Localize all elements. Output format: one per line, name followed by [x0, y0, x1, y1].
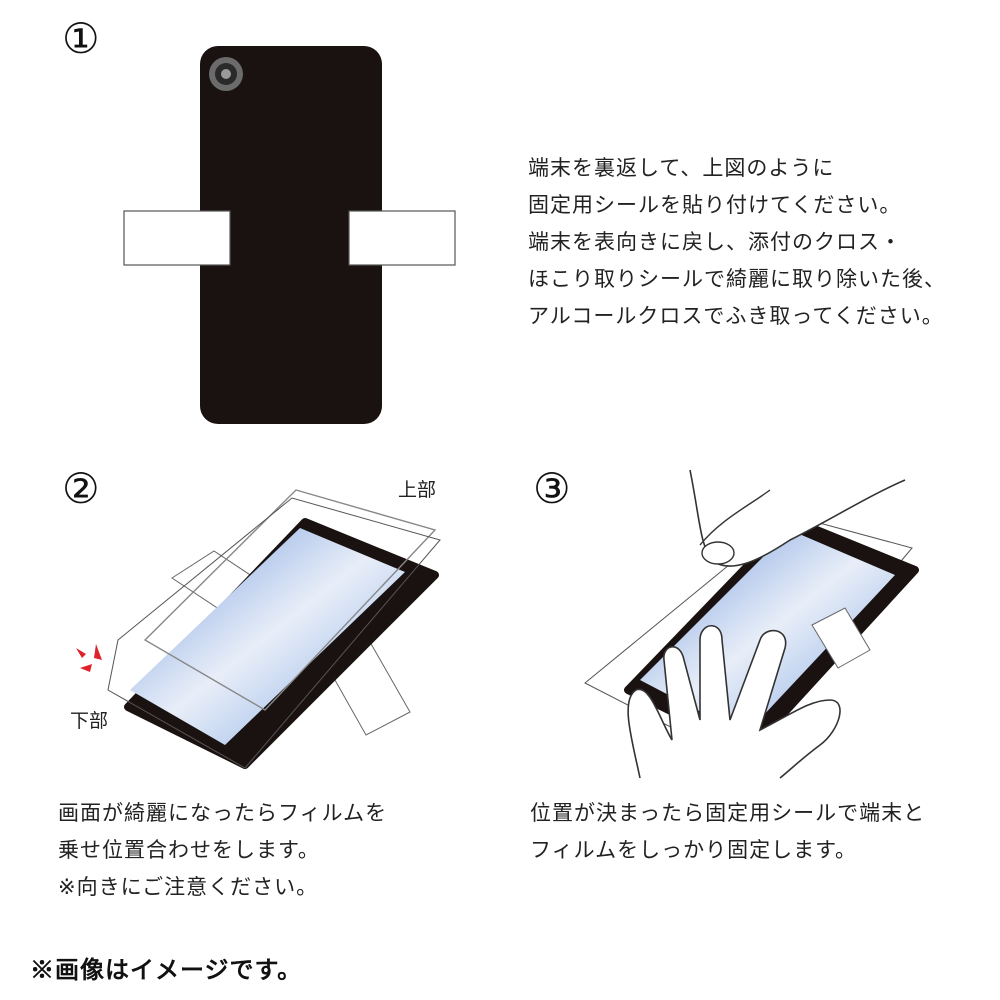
- step-1-text: 端末を裏返して、上図のように 固定用シールを貼り付けてください。 端末を表向きに…: [528, 150, 946, 335]
- protective-film: [143, 489, 437, 711]
- step-2-illustration: [76, 489, 441, 769]
- image-disclaimer: ※画像はイメージです。: [30, 955, 303, 984]
- step-1-line: 端末を表向きに戻し、添付のクロス・: [528, 230, 902, 254]
- label-top: 上部: [398, 479, 437, 501]
- step-3-line: 位置が決まったら固定用シールで端末と: [530, 801, 926, 825]
- step-1-line: ほこり取りシールで綺麗に取り除いた後、: [528, 267, 946, 291]
- step-1-line: 固定用シールを貼り付けてください。: [528, 193, 902, 217]
- film-liner: [107, 497, 441, 769]
- step-3-illustration: [584, 469, 919, 779]
- step-1-number: ①: [62, 14, 100, 63]
- step-3-line: フィルムをしっかり固定します。: [530, 838, 858, 862]
- step-1-illustration: [123, 46, 456, 424]
- fixing-seal-right: [348, 210, 456, 266]
- step-2-line: 画面が綺麗になったらフィルムを: [58, 801, 388, 825]
- label-bottom: 下部: [70, 710, 109, 732]
- step-3-text: 位置が決まったら固定用シールで端末と フィルムをしっかり固定します。: [530, 795, 925, 869]
- step-2-text: 画面が綺麗になったらフィルムを 乗せ位置合わせをします。 ※向きにご注意ください…: [58, 795, 387, 906]
- hand-top: [689, 469, 906, 567]
- fixing-seal: [811, 607, 871, 669]
- phone-back: [200, 46, 382, 424]
- hand-bottom: [627, 624, 841, 779]
- step-1-line: アルコールクロスでふき取ってください。: [528, 304, 944, 328]
- step-3-number: ③: [533, 464, 571, 513]
- warning-marks-icon: [76, 644, 102, 672]
- phone-screen: [130, 528, 405, 745]
- fixing-seal-left: [123, 210, 231, 266]
- step-2-line: ※向きにご注意ください。: [58, 875, 319, 899]
- step-2-number: ②: [62, 464, 100, 513]
- step-1-line: 端末を裏返して、上図のように: [528, 156, 835, 180]
- step-2-line: 乗せ位置合わせをします。: [58, 838, 320, 862]
